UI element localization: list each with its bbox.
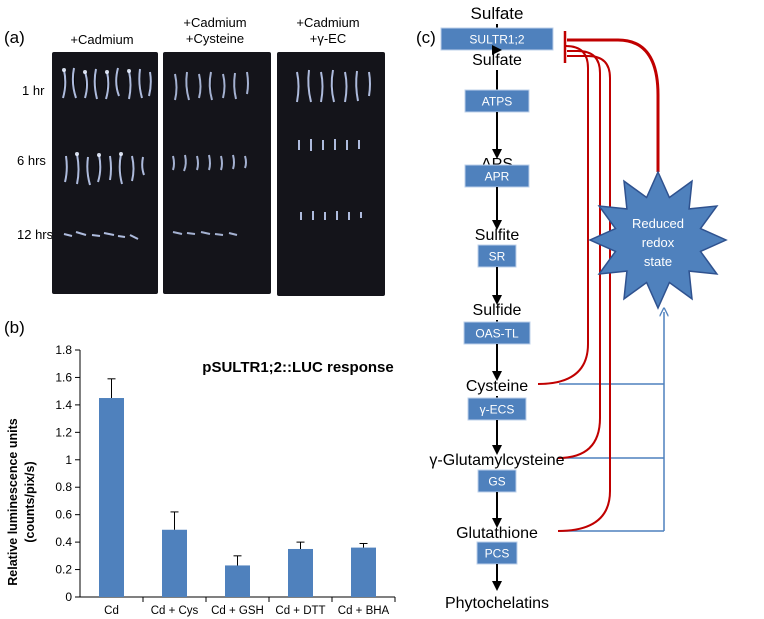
time-label-6hrs: 6 hrs xyxy=(17,153,46,168)
y-tick-label: 0 xyxy=(65,590,72,604)
metabolite-label: Sulfate xyxy=(472,52,522,69)
enzyme-label: GS xyxy=(488,475,505,489)
reduced-redox-star xyxy=(588,170,728,310)
bar xyxy=(225,565,250,597)
y-tick-label: 0.6 xyxy=(55,508,72,522)
y-tick-label: 0.8 xyxy=(55,480,72,494)
column-header-line: +Cadmium xyxy=(183,15,247,30)
bar xyxy=(351,547,376,597)
enzyme-label: ATPS xyxy=(482,95,512,109)
metabolite-label: Sulfite xyxy=(475,227,520,244)
x-tick-label: Cd + DTT xyxy=(275,605,325,617)
bar xyxy=(162,529,187,597)
column-header-line: +Cadmium xyxy=(70,32,134,47)
column-header-cadmium-gec: +Cadmium +γ-EC xyxy=(268,15,388,47)
y-tick-label: 0.4 xyxy=(55,535,72,549)
column-header-line: +Cadmium xyxy=(296,15,360,30)
enzyme-box xyxy=(440,27,554,51)
x-tick-label: Cd xyxy=(104,605,119,617)
thiol-inhibition-line xyxy=(557,50,601,459)
column-header-cadmium-cysteine: +Cadmium +Cysteine xyxy=(155,15,275,47)
enzyme-label: PCS xyxy=(485,547,510,561)
x-tick-label: Cd + GSH xyxy=(211,605,264,617)
redox-inhibition-line xyxy=(567,38,660,172)
enzyme-label: γ-ECS xyxy=(480,403,515,417)
metabolite-label: Sulfate xyxy=(471,4,524,23)
x-tick-label: Cd + BHA xyxy=(338,605,390,617)
bar xyxy=(288,548,313,597)
time-label-12hrs: 12 hrs xyxy=(17,227,54,242)
chart-title: pSULTR1;2::LUC response xyxy=(202,359,393,376)
star-label: Reduced xyxy=(632,216,684,231)
y-tick-label: 1.2 xyxy=(55,425,72,439)
metabolite-label: Sulfide xyxy=(473,302,522,319)
final-product-label: Phytochelatins xyxy=(445,595,549,612)
enzyme-label: OAS-TL xyxy=(475,327,519,341)
y-tick-label: 1.8 xyxy=(55,343,72,357)
metabolite-label: γ-Glutamylcysteine xyxy=(429,452,564,469)
panel-b-label: (b) xyxy=(4,318,25,337)
metabolite-label: Cysteine xyxy=(466,378,528,395)
star-label: redox xyxy=(642,235,675,250)
luciferase-bar-chart: pSULTR1;2::LUC response Relative lumines… xyxy=(6,343,396,617)
seedling-plate-cadmium-cysteine xyxy=(163,52,271,294)
panel-c-label: (c) xyxy=(416,28,436,47)
y-tick-label: 1.6 xyxy=(55,370,72,384)
enzyme-label: SULTR1;2 xyxy=(469,33,524,47)
y-tick-label: 0.2 xyxy=(55,563,72,577)
thiol-inhibition-line xyxy=(537,45,589,385)
x-tick-label: Cd + Cys xyxy=(151,605,199,617)
y-tick-label: 1.4 xyxy=(55,398,72,412)
y-tick-label: 1 xyxy=(65,453,72,467)
time-label-1hr: 1 hr xyxy=(22,83,45,98)
enzyme-label: SR xyxy=(489,250,506,264)
sulfur-assimilation-pathway: SulfateSULTR1;2SulfateATPSAPSAPRSulfiteS… xyxy=(429,4,728,612)
seedling-plate-cadmium-gec xyxy=(277,52,385,296)
y-axis-label-line1: Relative luminescence units xyxy=(6,418,20,585)
seedling-image xyxy=(172,71,249,236)
star-label: state xyxy=(644,254,672,269)
column-header-line: +Cysteine xyxy=(185,31,245,46)
seedling-plate-cadmium xyxy=(52,52,158,294)
seedling-image xyxy=(296,69,371,220)
column-header-cadmium: +Cadmium xyxy=(42,32,162,48)
seedling-image xyxy=(62,67,152,240)
y-axis-label-line2: (counts/pix/s) xyxy=(23,461,37,542)
thiol-inhibition-line xyxy=(557,55,611,532)
column-header-line: +γ-EC xyxy=(309,31,347,46)
enzyme-label: APR xyxy=(485,170,510,184)
metabolite-label: Glutathione xyxy=(456,525,538,542)
bar xyxy=(99,398,124,597)
panel-a-label: (a) xyxy=(4,28,25,47)
